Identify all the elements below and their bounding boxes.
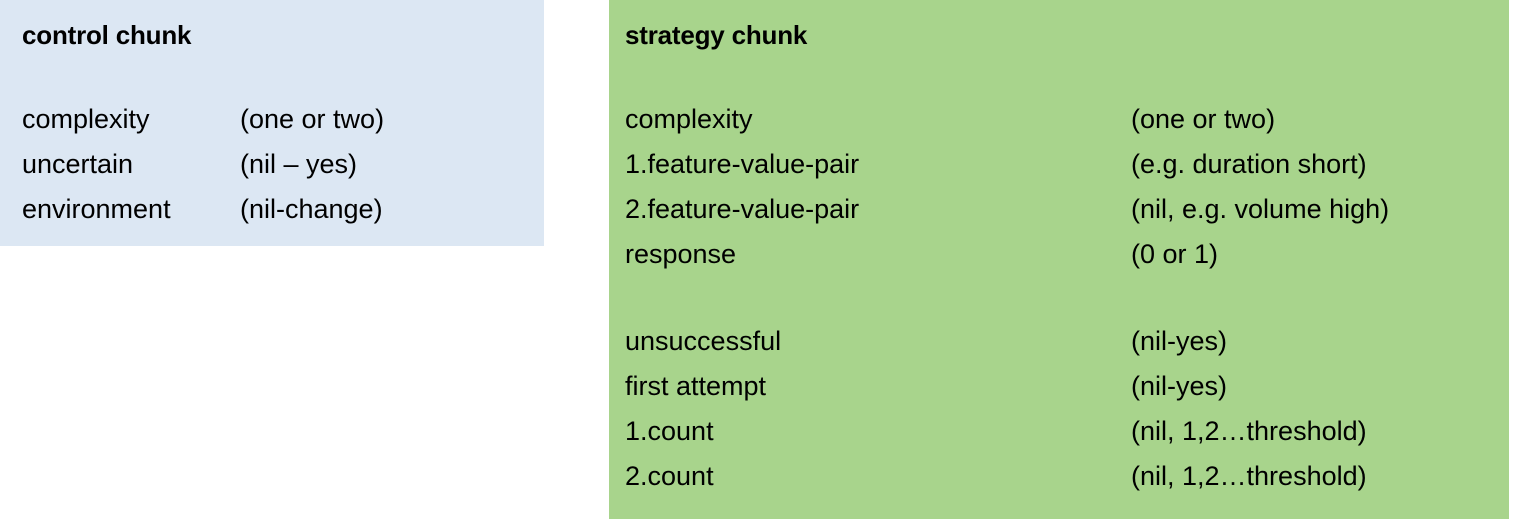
strategy-chunk-panel: strategy chunk complexity (one or two) 1… bbox=[609, 0, 1509, 519]
field-label: complexity bbox=[625, 104, 753, 134]
field-value: (nil – yes) bbox=[240, 149, 358, 179]
strategy-chunk-field-list-secondary: unsuccessful (nil-yes) first attempt (ni… bbox=[625, 319, 1509, 499]
control-chunk-row-complexity: complexity (one or two) bbox=[22, 97, 544, 142]
field-value: (0 or 1) bbox=[1131, 239, 1219, 269]
control-chunk-row-environment: environment (nil-change) bbox=[22, 187, 544, 232]
control-chunk-field-list: complexity (one or two) uncertain (nil –… bbox=[22, 97, 544, 232]
field-value: (nil-yes) bbox=[1131, 326, 1228, 356]
control-chunk-title-spacer bbox=[22, 52, 544, 97]
strategy-chunk-row-unsuccessful: unsuccessful (nil-yes) bbox=[625, 319, 1509, 364]
field-label: 1.count bbox=[625, 416, 714, 446]
field-value: (nil-change) bbox=[240, 194, 383, 224]
strategy-chunk-row-first-attempt: first attempt (nil-yes) bbox=[625, 364, 1509, 409]
strategy-chunk-row-response: response (0 or 1) bbox=[625, 232, 1509, 277]
field-label: uncertain bbox=[22, 149, 134, 179]
field-value: (nil, e.g. volume high) bbox=[1131, 194, 1390, 224]
strategy-chunk-row-feature-value-pair-1: 1.feature-value-pair (e.g. duration shor… bbox=[625, 142, 1509, 187]
field-value: (nil, 1,2…threshold) bbox=[1131, 461, 1367, 491]
control-chunk-title: control chunk bbox=[22, 20, 192, 50]
control-chunk-row-uncertain: uncertain (nil – yes) bbox=[22, 142, 544, 187]
field-value: (nil, 1,2…threshold) bbox=[1131, 416, 1367, 446]
field-label: first attempt bbox=[625, 371, 767, 401]
field-value: (one or two) bbox=[240, 104, 385, 134]
field-value: (one or two) bbox=[1131, 104, 1276, 134]
field-label: environment bbox=[22, 194, 171, 224]
strategy-chunk-row-complexity: complexity (one or two) bbox=[625, 97, 1509, 142]
field-label: 2.feature-value-pair bbox=[625, 194, 860, 224]
strategy-chunk-group-spacer bbox=[625, 277, 1509, 319]
strategy-chunk-row-count-1: 1.count (nil, 1,2…threshold) bbox=[625, 409, 1509, 454]
control-chunk-panel: control chunk complexity (one or two) un… bbox=[0, 0, 544, 246]
strategy-chunk-field-list-primary: complexity (one or two) 1.feature-value-… bbox=[625, 97, 1509, 277]
field-label: complexity bbox=[22, 104, 150, 134]
field-label: 1.feature-value-pair bbox=[625, 149, 860, 179]
field-label: 2.count bbox=[625, 461, 714, 491]
field-value: (nil-yes) bbox=[1131, 371, 1228, 401]
strategy-chunk-title: strategy chunk bbox=[625, 20, 808, 50]
field-value: (e.g. duration short) bbox=[1131, 149, 1367, 179]
strategy-chunk-row-feature-value-pair-2: 2.feature-value-pair (nil, e.g. volume h… bbox=[625, 187, 1509, 232]
strategy-chunk-row-count-2: 2.count (nil, 1,2…threshold) bbox=[625, 454, 1509, 499]
strategy-chunk-title-spacer bbox=[625, 52, 1509, 97]
field-label: unsuccessful bbox=[625, 326, 782, 356]
field-label: response bbox=[625, 239, 737, 269]
